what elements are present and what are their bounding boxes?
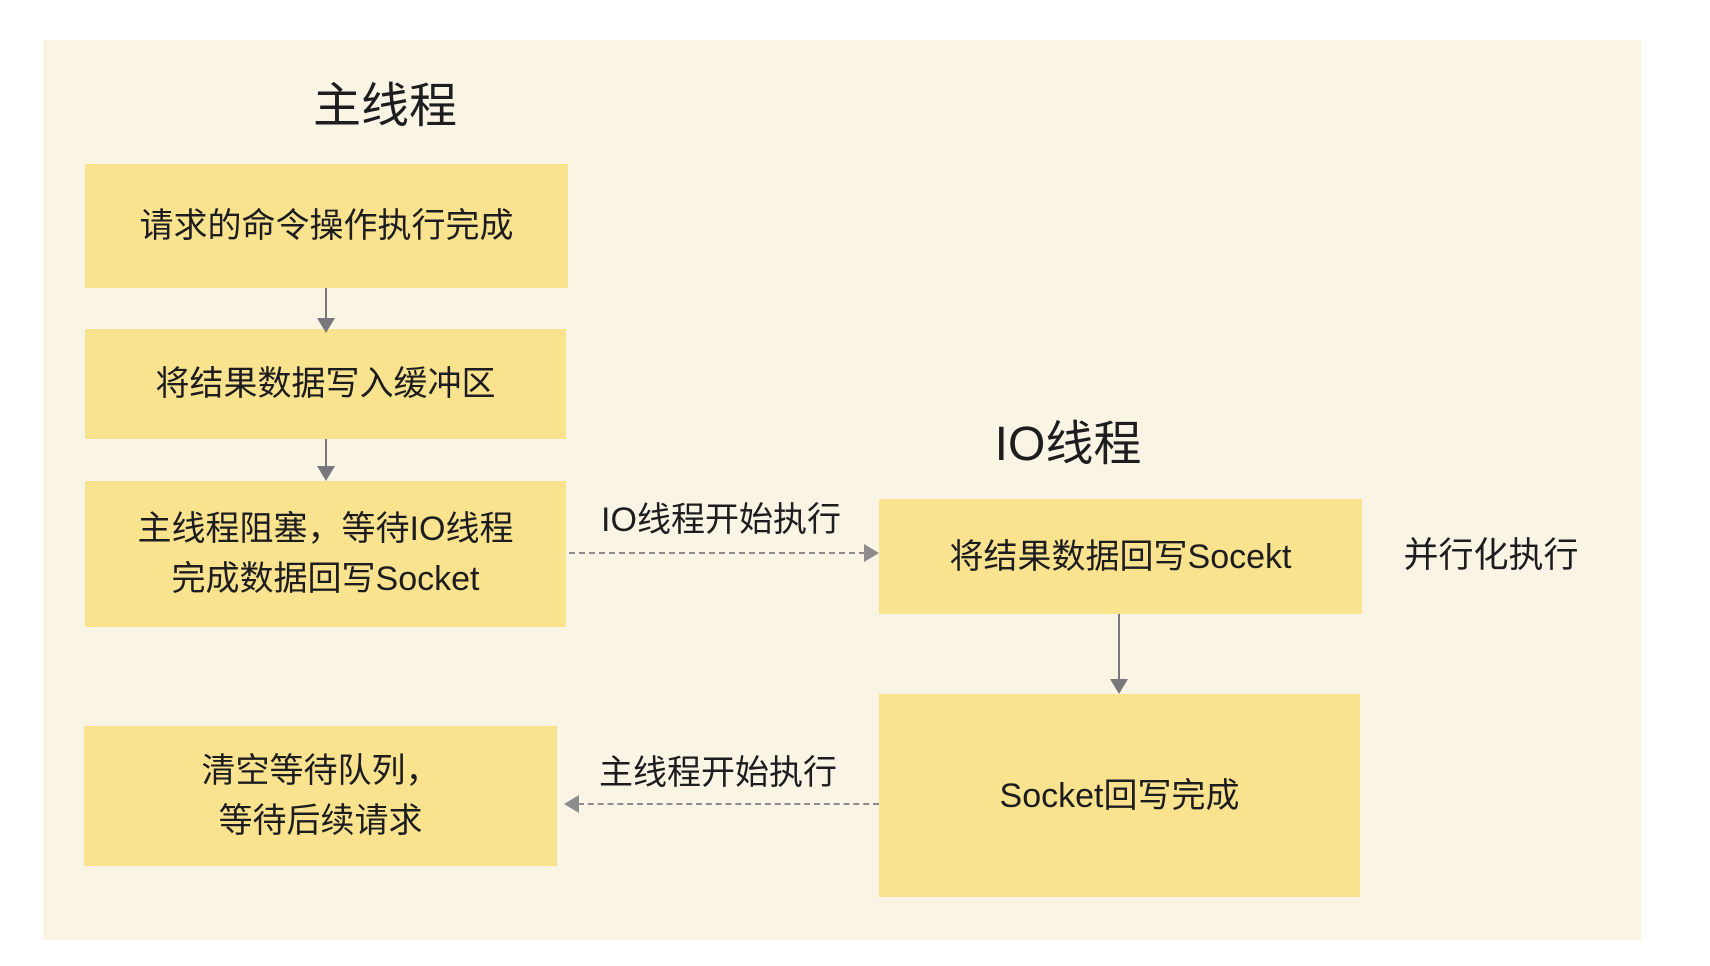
arrowhead-down-icon (317, 318, 335, 333)
arrow-command-to-buffer (325, 288, 327, 318)
node-main-thread-blocked: 主线程阻塞，等待IO线程 完成数据回写Socket (85, 481, 566, 627)
node-write-buffer: 将结果数据写入缓冲区 (85, 329, 566, 439)
arrow-buffer-to-blocked (325, 439, 327, 467)
node-clear-wait-queue-line1: 清空等待队列， (201, 752, 440, 790)
arrowhead-right-icon (864, 544, 879, 562)
dashed-arrow-main-start (578, 803, 879, 805)
arrowhead-down-icon (1110, 679, 1128, 694)
node-clear-wait-queue: 清空等待队列， 等待后续请求 (84, 726, 557, 866)
node-io-writeback-socket-label: 将结果数据回写Socekt (949, 537, 1292, 576)
edge-label-parallel-execution: 并行化执行 (1403, 536, 1579, 575)
node-socket-writeback-done: Socket回写完成 (879, 694, 1360, 897)
node-command-complete: 请求的命令操作执行完成 (85, 164, 568, 288)
dashed-arrow-io-start (569, 552, 865, 554)
node-io-writeback-socket: 将结果数据回写Socekt (879, 499, 1362, 614)
node-command-complete-label: 请求的命令操作执行完成 (139, 207, 514, 245)
node-main-thread-blocked-line2: 完成数据回写Socket (171, 560, 480, 598)
arrowhead-down-icon (317, 466, 335, 481)
io-thread-title: IO线程 (994, 418, 1142, 471)
node-write-buffer-label: 将结果数据写入缓冲区 (155, 365, 496, 403)
main-thread-title: 主线程 (312, 80, 457, 133)
edge-label-io-thread-start: IO线程开始执行 (601, 501, 841, 539)
edge-label-main-thread-start: 主线程开始执行 (599, 754, 837, 792)
node-main-thread-blocked-line1: 主线程阻塞，等待IO线程 (137, 510, 514, 548)
arrowhead-left-icon (564, 795, 579, 813)
node-clear-wait-queue-line2: 等待后续请求 (218, 802, 423, 840)
arrow-writeback-to-done (1118, 614, 1120, 679)
node-socket-writeback-done-label: Socket回写完成 (999, 776, 1240, 815)
